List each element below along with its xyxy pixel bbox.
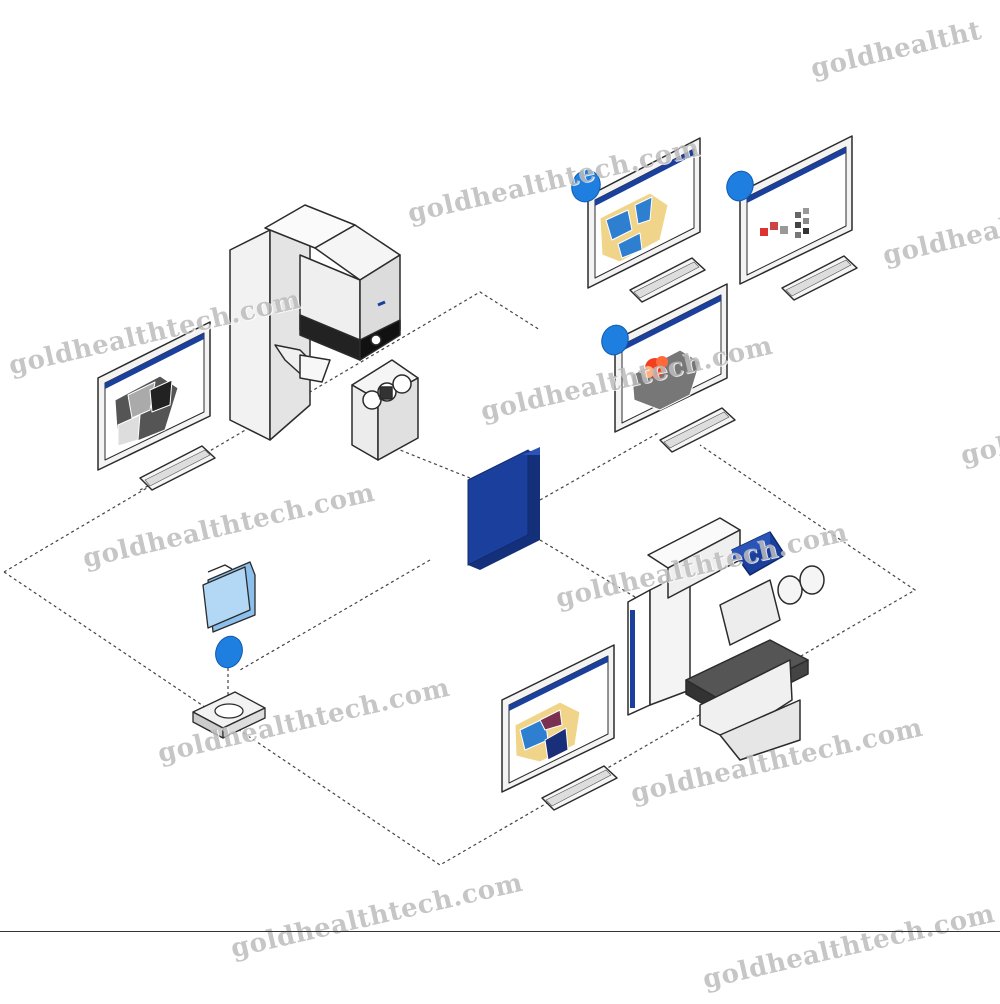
connection-sem [394,447,471,479]
keyboard-icon [785,259,852,297]
monitor-bottom [501,644,618,811]
network-node-icon [601,324,629,356]
connection-bottom-monitor [239,559,431,671]
light-microscope-icon [627,517,825,761]
bottom-divider [0,931,1000,932]
keyboard-icon [545,769,612,807]
network-node-icon [571,169,601,203]
network-node-icon [215,635,243,669]
storage-drive-icon [192,691,266,739]
monitor-left [97,321,216,491]
connection-outer-left [3,291,541,573]
network-nodes [215,169,754,669]
connection-outer-bottom [3,444,917,866]
connection-light-microscope [539,539,641,601]
connection-top-right [539,431,661,501]
server-hub-icon [467,447,540,570]
keyboard-icon [663,411,730,449]
monitor-top-right-2 [739,135,858,301]
network-node-icon [726,170,754,202]
folder-icon [202,561,256,633]
keyboard-icon [633,261,700,299]
electron-microscope-icon [229,204,419,461]
network-connections [3,291,917,866]
keyboard-icon [144,449,211,487]
